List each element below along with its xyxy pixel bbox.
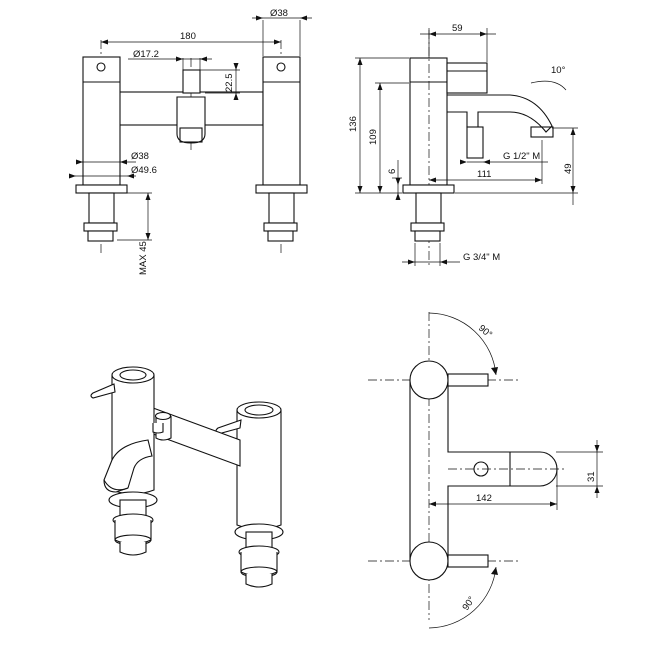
front-view: 180 Ø38 Ø17.2 22.5 Ø38 Ø49.6 — [69, 8, 312, 275]
dim-90-top: 90° — [476, 323, 494, 341]
dim-136: 136 — [348, 116, 359, 132]
side-view: 59 10° 136 109 6 G 1/2" M 111 — [348, 23, 578, 266]
dim-10deg: 10° — [551, 65, 566, 76]
dim-109: 109 — [368, 129, 379, 145]
dim-dia38-top: Ø38 — [270, 8, 288, 19]
dim-22-5: 22.5 — [224, 74, 235, 93]
dim-31: 31 — [586, 471, 597, 482]
dim-g34: G 3/4" M — [463, 252, 500, 263]
dim-6: 6 — [387, 169, 398, 174]
isometric-view — [90, 366, 284, 588]
dim-59: 59 — [452, 23, 463, 34]
dim-dia49: Ø49.6 — [131, 165, 157, 176]
dim-111: 111 — [477, 169, 491, 180]
dim-dia17: Ø17.2 — [133, 49, 159, 60]
dim-49: 49 — [563, 163, 574, 174]
dim-g12: G 1/2" M — [503, 151, 540, 162]
dim-90-bottom: 90° — [460, 594, 477, 612]
plan-view: 90° 90° 31 142 — [368, 312, 603, 629]
dim-max45: MAX 45 — [138, 241, 149, 275]
dim-dia38-low: Ø38 — [131, 151, 149, 162]
dim-180: 180 — [180, 31, 196, 42]
dim-142: 142 — [476, 493, 492, 504]
